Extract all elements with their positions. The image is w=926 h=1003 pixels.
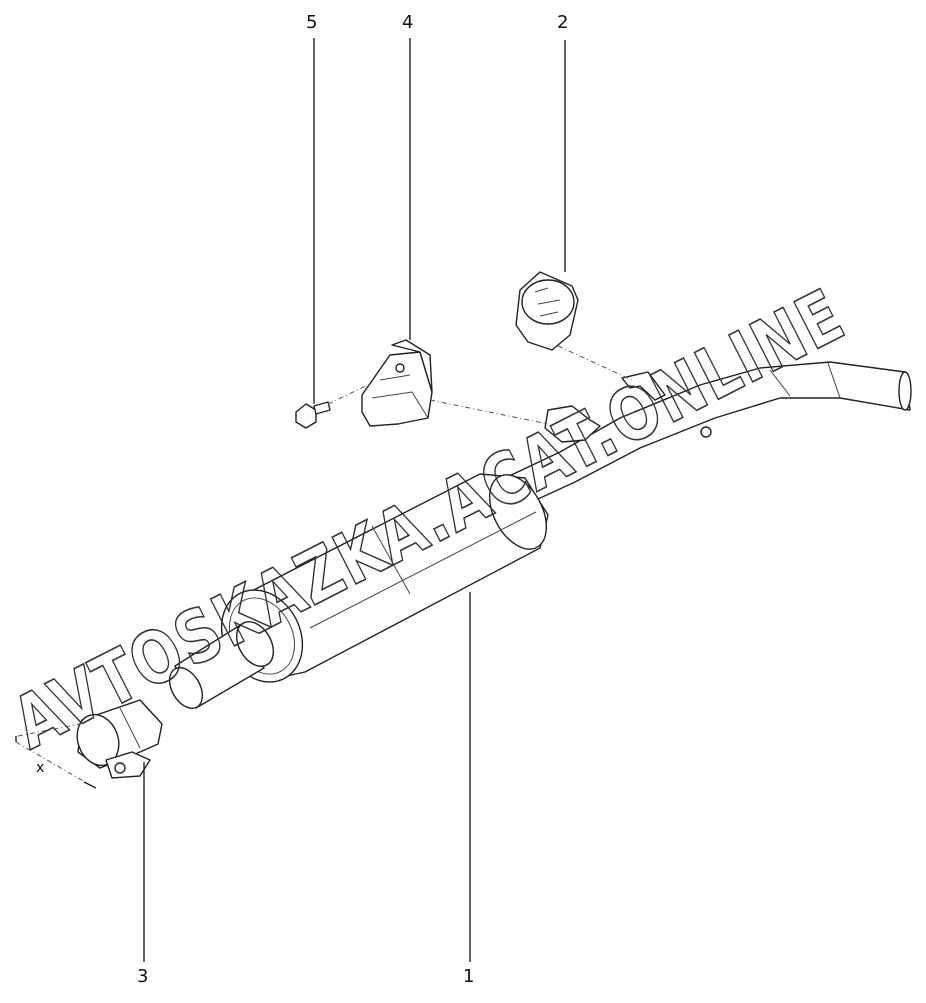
bracket-rib	[379, 374, 411, 381]
bracket-flange	[391, 339, 433, 393]
dimension-x: x	[15, 736, 97, 789]
rubber-hanger[interactable]	[515, 271, 579, 351]
bracket-fold-line	[371, 391, 429, 419]
pipe-hanger-bracket	[621, 371, 666, 401]
assembly-line-clamp-right	[15, 741, 93, 787]
assembly-line-clamp-left	[17, 723, 81, 737]
tail-pipe-opening	[898, 371, 912, 411]
callout-1: 1	[463, 966, 474, 987]
inlet-pipe-collar	[235, 621, 275, 667]
muffler-seam-2	[309, 511, 537, 629]
dimension-x-end	[83, 781, 97, 789]
bolt[interactable]	[295, 401, 331, 429]
rubber-hanger-slot-1	[534, 287, 549, 293]
mounting-bracket[interactable]	[361, 339, 433, 427]
bolt-head	[295, 403, 317, 429]
callout-4: 4	[402, 12, 413, 33]
bolt-shank	[313, 401, 331, 415]
pipe-mount-hook	[544, 405, 601, 443]
callout-numbers: 1 2 3 4 5	[137, 12, 568, 987]
muffler-seam-1	[371, 525, 411, 595]
bracket-hole	[395, 363, 405, 373]
pipe-sensor-stub	[700, 426, 712, 438]
pipe-clamp[interactable]	[70, 699, 163, 779]
assembly-line-hanger-pipe	[557, 345, 633, 381]
bracket-body	[361, 351, 433, 427]
watermark-text: AVTOSKAZKA.ACAT.ONLINE	[0, 273, 857, 766]
exhaust-pipe-assembly[interactable]	[163, 361, 912, 714]
callout-3: 3	[137, 966, 148, 987]
rubber-hanger-slot-3	[539, 311, 559, 317]
assembly-line-bolt-bracket	[327, 385, 367, 405]
inlet-pipe-opening	[168, 667, 204, 709]
callout-2: 2	[557, 12, 568, 33]
pipe-bend-line	[769, 369, 791, 397]
assembly-lines	[15, 345, 633, 787]
callout-5: 5	[306, 12, 317, 33]
callout-leaders	[143, 38, 566, 962]
muffler-rear-cap	[488, 474, 548, 550]
dimension-x-label: x	[36, 760, 44, 776]
clamp-band-line	[119, 707, 141, 749]
pipe-seam-line	[827, 362, 841, 399]
assembly-line-bracket-pipe	[429, 399, 549, 425]
rubber-hanger-slot-2	[537, 299, 561, 305]
tail-pipe	[504, 361, 911, 506]
clamp-nut	[114, 762, 126, 774]
